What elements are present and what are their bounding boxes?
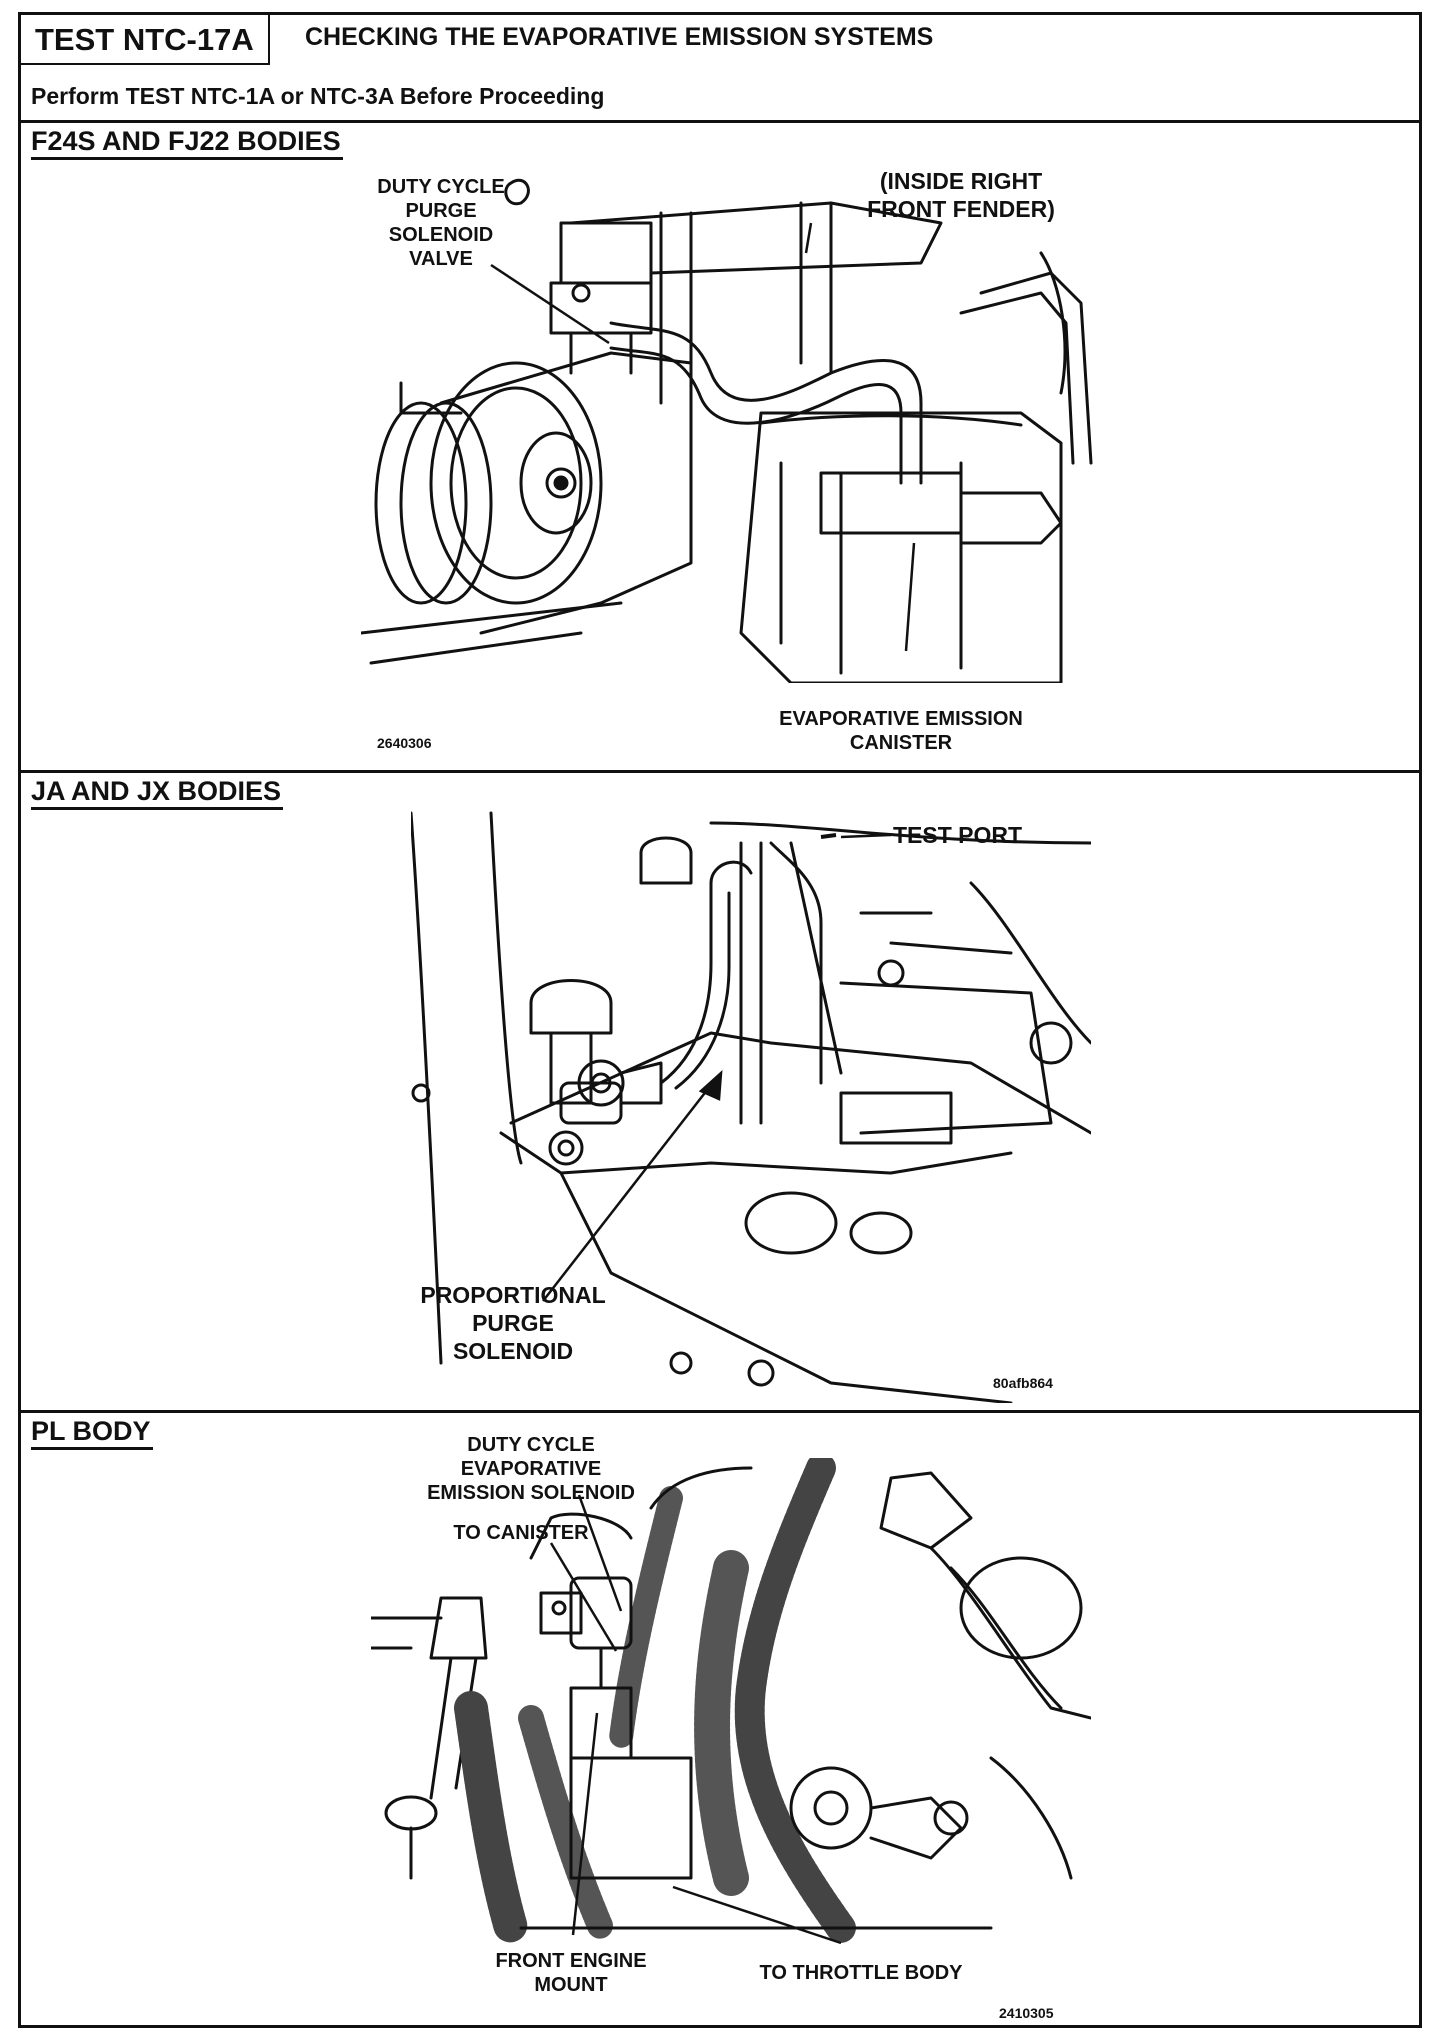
engine-diagram-f24s xyxy=(361,179,1093,683)
leader-lines xyxy=(542,833,892,1302)
section-pl: PL BODY xyxy=(21,1413,1419,2025)
test-port-label: TEST PORT xyxy=(893,822,1023,848)
section-title: PL BODY xyxy=(31,1415,153,1450)
proportional-purge-solenoid-label: PROPORTIONAL PURGE SOLENOID xyxy=(420,1282,606,1364)
section-f24s-fj22: F24S AND FJ22 BODIES xyxy=(21,123,1419,773)
document-page: TEST NTC-17A CHECKING THE EVAPORATIVE EM… xyxy=(18,12,1422,2028)
leader-lines xyxy=(490,222,916,652)
location-label: (INSIDE RIGHT FRONT FENDER) xyxy=(867,168,1055,222)
duty-cycle-evap-solenoid-label: DUTY CYCLE EVAPORATIVE EMISSION SOLENOID xyxy=(427,1434,635,1504)
front-engine-mount-label: FRONT ENGINE MOUNT xyxy=(495,1950,647,1996)
figure-number: 80afb864 xyxy=(993,1375,1053,1391)
to-canister-label: TO CANISTER xyxy=(453,1522,589,1544)
engine-diagram-ja-jx xyxy=(411,811,1091,1403)
figure-number: 2640306 xyxy=(377,735,432,751)
engine-diagram-pl xyxy=(371,1458,1091,1945)
test-title: CHECKING THE EVAPORATIVE EMISSION SYSTEM… xyxy=(305,23,934,51)
canister-label: EVAPORATIVE EMISSION CANISTER xyxy=(779,708,1023,754)
section-title: F24S AND FJ22 BODIES xyxy=(31,125,343,160)
test-header: TEST NTC-17A CHECKING THE EVAPORATIVE EM… xyxy=(21,15,1419,123)
leader-lines xyxy=(549,1494,842,1945)
prerequisite-note: Perform TEST NTC-1A or NTC-3A Before Pro… xyxy=(31,83,605,109)
section-ja-jx: JA AND JX BODIES xyxy=(21,773,1419,1413)
solenoid-valve-label: DUTY CYCLE PURGE SOLENOID VALVE xyxy=(377,176,505,270)
test-id: TEST NTC-17A xyxy=(21,15,270,65)
section-title: JA AND JX BODIES xyxy=(31,775,284,810)
to-throttle-body-label: TO THROTTLE BODY xyxy=(759,1962,963,1984)
figure-number: 2410305 xyxy=(999,2005,1054,2021)
